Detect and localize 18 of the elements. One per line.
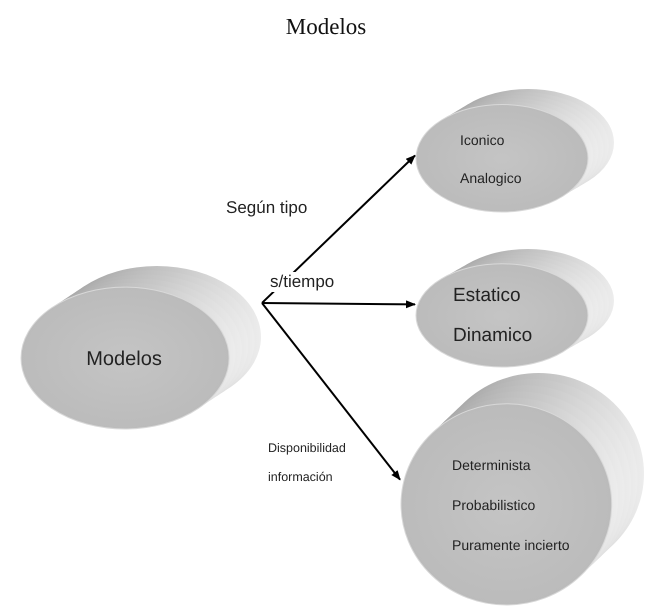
cylinder-node xyxy=(400,372,645,606)
cylinder-node xyxy=(20,265,262,430)
arrow xyxy=(262,300,416,308)
node-text: Modelos xyxy=(86,348,162,371)
node-text: Probabilistico xyxy=(452,497,536,514)
node-text: Puramente incierto xyxy=(452,537,570,554)
diagram-title: Modelos xyxy=(284,14,368,40)
node-text: Determinista xyxy=(452,457,531,474)
cylinder-node xyxy=(415,88,615,213)
arrow xyxy=(261,154,416,304)
arrow xyxy=(261,302,401,480)
node-text: Iconico xyxy=(460,132,504,148)
node-text: Analogico xyxy=(460,170,522,186)
node-text: Dinamico xyxy=(453,325,532,348)
edge-label: Según tipo xyxy=(224,198,310,218)
cylinder-node xyxy=(415,248,615,368)
edge-label: s/tiempo xyxy=(268,272,336,292)
node-text: Estatico xyxy=(453,285,521,308)
